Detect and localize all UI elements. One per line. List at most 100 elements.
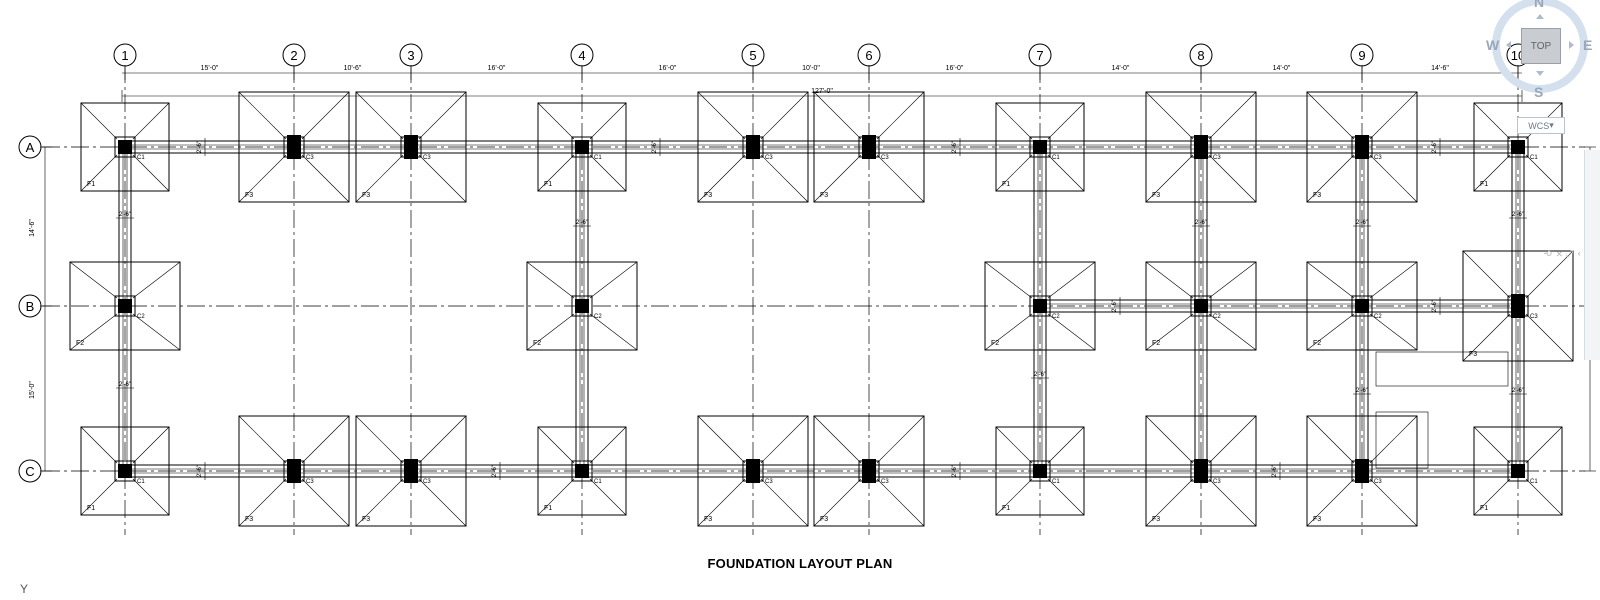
dimension-label: 16'-0" <box>488 65 506 72</box>
column <box>1033 140 1047 154</box>
footing-label: F2 <box>991 340 999 347</box>
footing-slope-line <box>1145 154 1194 203</box>
footing-slope-line <box>537 426 575 464</box>
beam-dimension-label: 2'-6" <box>952 465 958 477</box>
footing <box>537 102 627 192</box>
column <box>746 459 760 483</box>
footing-slope-line <box>355 154 404 203</box>
column-label: C3 <box>423 155 431 161</box>
footing-slope-line <box>238 478 287 527</box>
north-arrow-icon <box>1536 14 1544 19</box>
footing <box>995 102 1085 192</box>
beam-dimension-label: 2'-6" <box>1034 372 1046 378</box>
footing-slope-line <box>1306 261 1355 299</box>
column <box>404 135 418 159</box>
viewcube-compass[interactable] <box>1490 0 1600 110</box>
footing-label: F1 <box>87 181 95 188</box>
pedestal <box>571 295 593 317</box>
beam-dimension-label: 2'-6" <box>1356 388 1368 394</box>
beam-dimension-label: 2'-6" <box>576 220 588 226</box>
footing-label: F3 <box>1152 192 1160 199</box>
column-label: C3 <box>1530 314 1538 320</box>
footing <box>238 91 350 203</box>
footing-slope-line <box>1525 313 1574 362</box>
footing-slope-line <box>760 478 809 527</box>
footing-slope-line <box>132 154 170 192</box>
pedestal <box>1351 295 1373 317</box>
footing-slope-line <box>1145 261 1194 299</box>
footing-slope-line <box>1208 91 1257 140</box>
dimension-label: 15'-0" <box>201 65 219 72</box>
footing <box>1145 415 1257 527</box>
column <box>1511 464 1525 478</box>
column <box>287 135 301 159</box>
column <box>862 459 876 483</box>
footing-slope-line <box>132 261 181 299</box>
footing-slope-line <box>69 261 118 299</box>
navigation-bar-icons[interactable]: ⌄ ⤡ ✕ ⚲ <box>1543 250 1586 258</box>
pedestal <box>1190 295 1212 317</box>
column-label: C3 <box>306 479 314 485</box>
grid-bubble <box>570 43 594 67</box>
footing-slope-line <box>1047 154 1085 192</box>
viewcube-north-label[interactable]: N <box>1534 0 1545 10</box>
footing-slope-line <box>1208 261 1257 299</box>
pedestal <box>114 460 136 482</box>
footing-slope-line <box>1369 415 1418 464</box>
footing-slope-line <box>537 154 575 192</box>
grid-bubble-label: 4 <box>578 48 585 63</box>
footing-slope-line <box>301 91 350 140</box>
column <box>746 135 760 159</box>
footing-slope-line <box>80 102 118 140</box>
beam-dimension-label: 2'-6" <box>197 465 203 477</box>
footing-label: F1 <box>544 181 552 188</box>
footing-slope-line <box>1525 426 1563 464</box>
beam-dimension-label: 2'-6" <box>197 141 203 153</box>
footing-slope-line <box>80 426 118 464</box>
column-label: C2 <box>1374 314 1382 320</box>
footing-slope-line <box>1306 415 1355 464</box>
drawing-title: FOUNDATION LAYOUT PLAN <box>707 556 893 571</box>
chevron-down-icon: ▾ <box>1549 120 1554 130</box>
compass-ring[interactable] <box>1492 0 1588 93</box>
column-label: C1 <box>1530 155 1538 161</box>
column <box>575 464 589 478</box>
column <box>1511 294 1525 318</box>
grid-bubble <box>1350 43 1374 67</box>
footing-slope-line <box>1525 154 1563 192</box>
grid-bubble <box>1028 43 1052 67</box>
grid-bubble-label: 9 <box>1358 48 1365 63</box>
footing-label: F1 <box>544 505 552 512</box>
viewcube-south-label[interactable]: S <box>1534 84 1544 100</box>
footing-label: F3 <box>245 516 253 523</box>
grid-bubble-label: 3 <box>407 48 414 63</box>
footing-slope-line <box>589 426 627 464</box>
footing-slope-line <box>589 154 627 192</box>
footing-slope-line <box>1369 478 1418 527</box>
footing-slope-line <box>697 415 746 464</box>
navigation-bar[interactable] <box>1584 150 1600 360</box>
south-arrow-icon <box>1536 71 1544 76</box>
footing-slope-line <box>238 415 287 464</box>
column-label: C1 <box>1530 479 1538 485</box>
wcs-dropdown[interactable]: WCS▾ <box>1517 117 1565 134</box>
column <box>118 140 132 154</box>
footing-slope-line <box>418 91 467 140</box>
footing-label: F3 <box>1313 192 1321 199</box>
dimension-label: 16'-0" <box>946 65 964 72</box>
footing-slope-line <box>1462 313 1511 362</box>
footing-slope-line <box>1145 313 1194 351</box>
column-label: C3 <box>881 155 889 161</box>
footing-slope-line <box>537 102 575 140</box>
footing-slope-line <box>301 478 350 527</box>
column <box>575 140 589 154</box>
column-label: C1 <box>137 479 145 485</box>
footing <box>697 91 809 203</box>
viewcube-top-face[interactable]: TOP <box>1521 28 1561 64</box>
footing-slope-line <box>1369 154 1418 203</box>
footing-label: F2 <box>1152 340 1160 347</box>
beam-dimension-label: 2'-6" <box>952 141 958 153</box>
viewcube-west-label[interactable]: W <box>1486 37 1500 53</box>
viewcube-east-label[interactable]: E <box>1583 37 1593 53</box>
